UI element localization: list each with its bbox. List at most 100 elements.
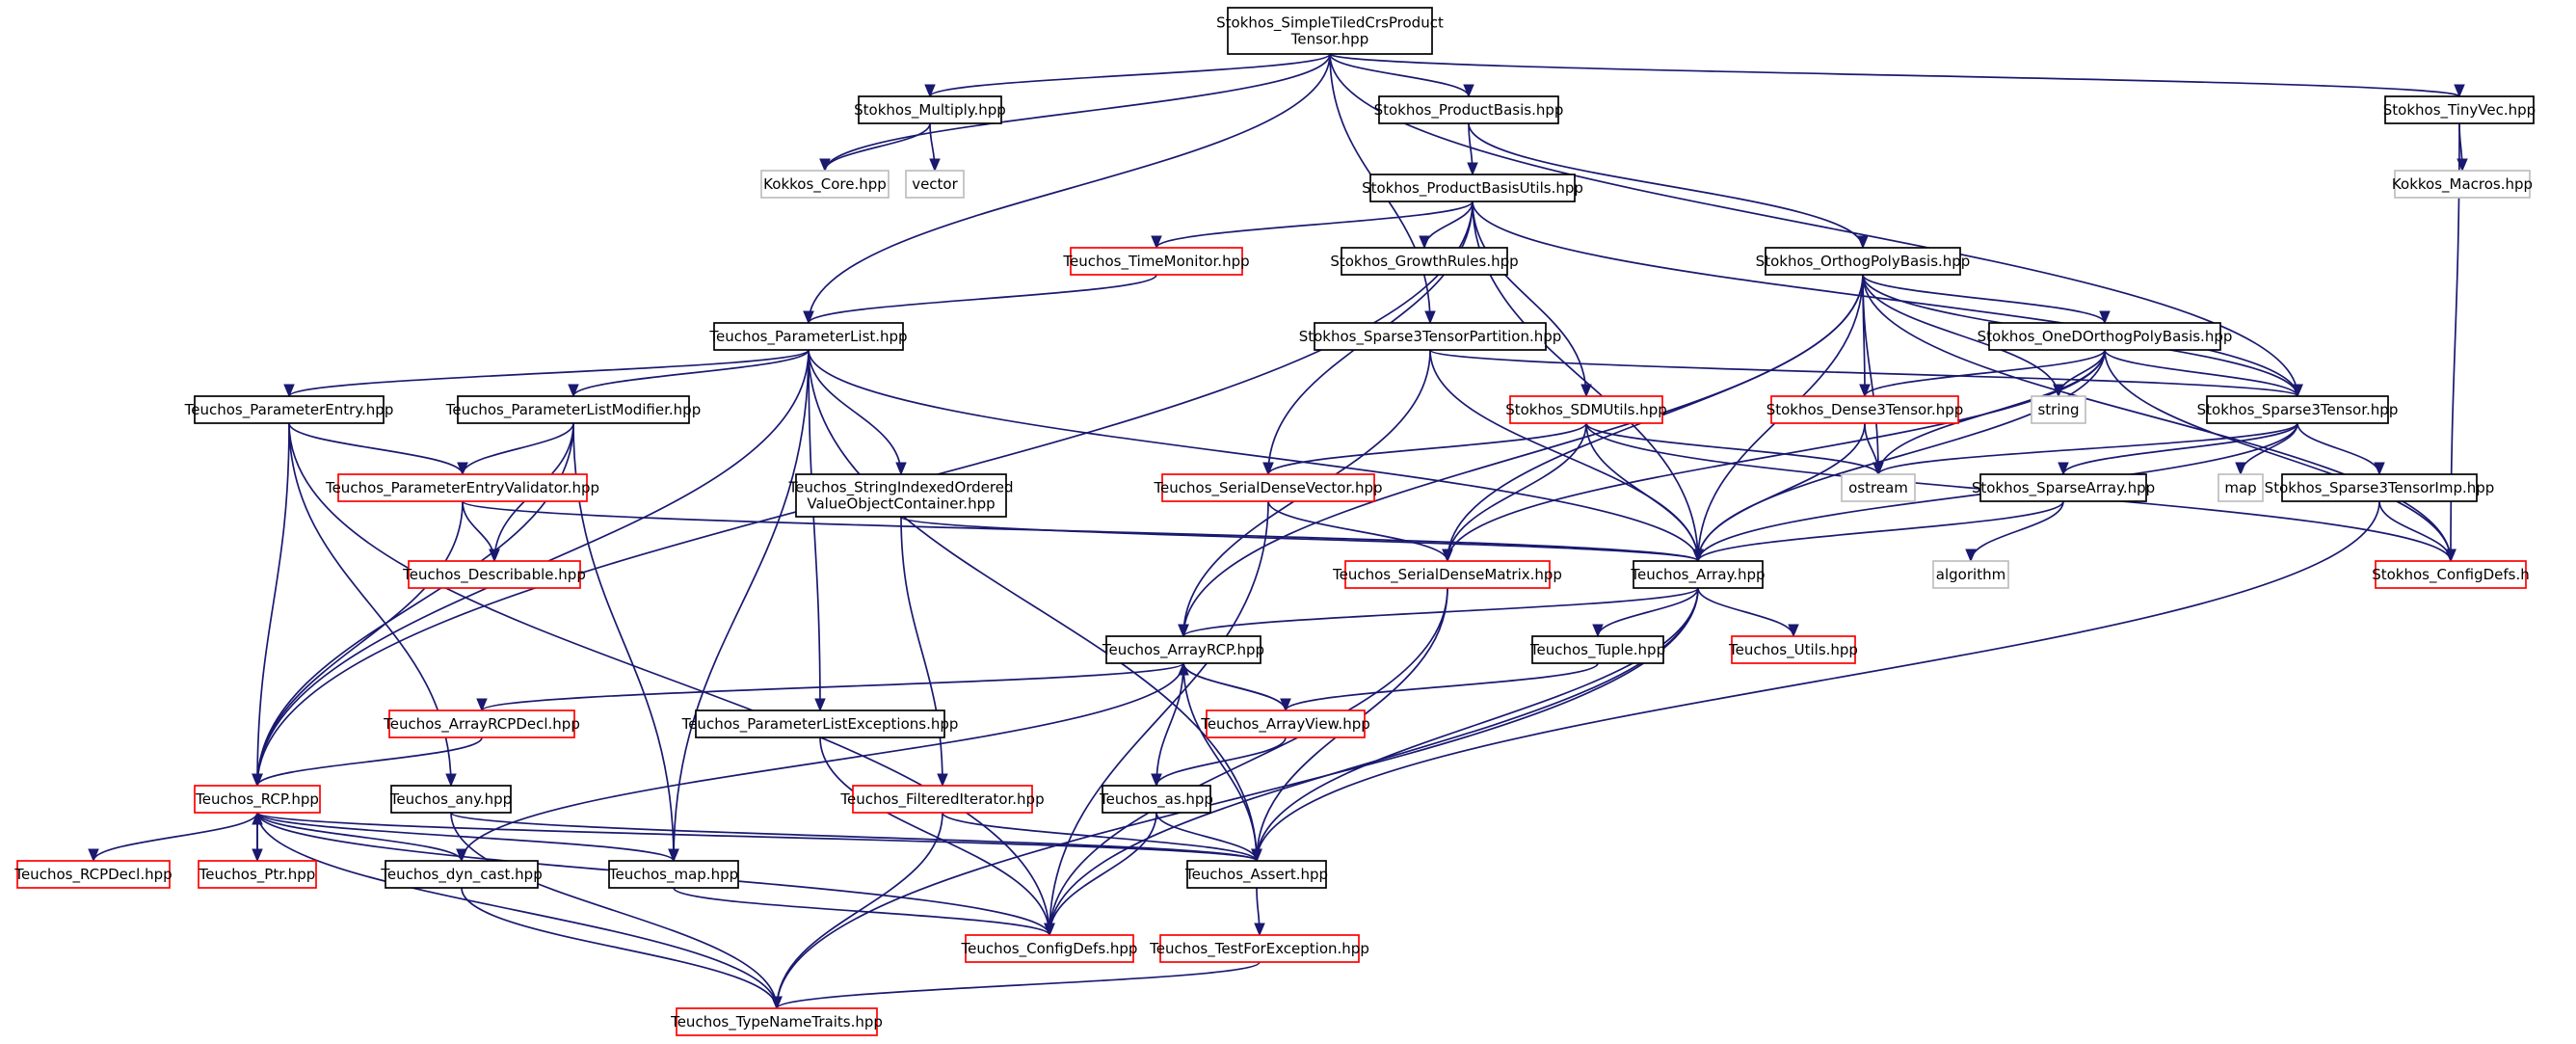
node-s3ti[interactable]: Stokhos_Sparse3TensorImp.hpp <box>2265 473 2495 502</box>
edge-sdmutils-to-sdv <box>1262 422 1587 476</box>
node-ostream[interactable]: ostream <box>1841 473 1916 502</box>
node-plexc[interactable]: Teuchos_ParameterListExceptions.hpp <box>681 709 959 738</box>
node-tconfig[interactable]: Teuchos_ConfigDefs.hpp <box>961 934 1138 963</box>
edge-pbu-to-growth <box>1419 201 1474 250</box>
node-arrayview[interactable]: Teuchos_ArrayView.hpp <box>1200 709 1370 738</box>
node-box <box>1841 473 1916 502</box>
node-label: Kokkos_Core.hpp <box>763 175 887 194</box>
node-arrayrcp[interactable]: Teuchos_ArrayRCP.hpp <box>1102 635 1264 664</box>
node-any[interactable]: Teuchos_any.hpp <box>389 785 512 814</box>
node-orthog[interactable]: Stokhos_OrthogPolyBasis.hpp <box>1756 247 1971 276</box>
node-kokkoscore[interactable]: Kokkos_Core.hpp <box>760 170 890 199</box>
node-box <box>965 934 1134 963</box>
node-pbu[interactable]: Stokhos_ProductBasisUtils.hpp <box>1362 174 1583 202</box>
node-box <box>858 95 1002 124</box>
edge-onedorthog-to-sdm <box>1442 349 2106 563</box>
node-box <box>1731 635 1856 664</box>
node-map[interactable]: map <box>2217 473 2264 502</box>
edge-root-to-multiply <box>924 53 1331 98</box>
node-rcp[interactable]: Teuchos_RCP.hpp <box>194 785 321 814</box>
node-label: Stokhos_Sparse3TensorPartition.hpp <box>1299 328 1562 346</box>
node-box <box>1159 934 1360 963</box>
node-box <box>457 395 690 424</box>
node-tinyvec[interactable]: Stokhos_TinyVec.hpp <box>2383 95 2536 124</box>
node-arcpdecl[interactable]: Teuchos_ArrayRCPDecl.hpp <box>383 709 580 738</box>
node-label: Stokhos_ProductBasis.hpp <box>1374 101 1564 120</box>
node-stokhosconfig[interactable]: Stokhos_ConfigDefs.h <box>2372 560 2530 589</box>
node-pentry[interactable]: Teuchos_ParameterEntry.hpp <box>184 395 394 424</box>
node-plistmod[interactable]: Teuchos_ParameterListModifier.hpp <box>445 395 701 424</box>
node-box <box>1509 395 1663 424</box>
edge-arrayview-to-as <box>1151 736 1287 788</box>
node-prodbasis[interactable]: Stokhos_ProductBasis.hpp <box>1374 95 1564 124</box>
edge-orthog-to-onedorthog <box>1862 274 2111 325</box>
node-typename[interactable]: Teuchos_TypeNameTraits.hpp <box>670 1007 883 1036</box>
node-timemon[interactable]: Teuchos_TimeMonitor.hpp <box>1062 247 1250 276</box>
node-box <box>1369 174 1576 202</box>
node-multiply[interactable]: Stokhos_Multiply.hpp <box>854 95 1006 124</box>
edge-pev-to-describable <box>462 500 500 563</box>
node-tmap[interactable]: Teuchos_map.hpp <box>608 860 739 889</box>
node-box <box>2031 395 2086 424</box>
node-ptr[interactable]: Teuchos_Ptr.hpp <box>198 860 317 889</box>
node-box <box>1102 785 1211 814</box>
node-label: Teuchos_SerialDenseVector.hpp <box>1153 479 1382 497</box>
node-string[interactable]: string <box>2031 395 2086 424</box>
node-box <box>1186 860 1327 889</box>
node-rcpdecl[interactable]: Teuchos_RCPDecl.hpp <box>13 860 173 889</box>
node-sdmutils[interactable]: Stokhos_SDMUtils.hpp <box>1505 395 1667 424</box>
node-describable[interactable]: Teuchos_Describable.hpp <box>402 560 586 589</box>
node-growth[interactable]: Stokhos_GrowthRules.hpp <box>1330 247 1519 276</box>
node-utils[interactable]: Teuchos_Utils.hpp <box>1728 635 1858 664</box>
node-as[interactable]: Teuchos_as.hpp <box>1099 785 1213 814</box>
node-box <box>390 785 512 814</box>
edge-array-to-utils <box>1697 587 1799 638</box>
node-sparsearray[interactable]: Stokhos_SparseArray.hpp <box>1972 473 2155 502</box>
node-pev[interactable]: Teuchos_ParameterEntryValidator.hpp <box>325 473 599 502</box>
node-box <box>2394 170 2531 199</box>
node-box <box>1105 635 1261 664</box>
node-label: Stokhos_ConfigDefs.h <box>2372 566 2530 584</box>
node-dyncast[interactable]: Teuchos_dyn_cast.hpp <box>380 860 543 889</box>
node-sparse3[interactable]: Stokhos_Sparse3Tensor.hpp <box>2197 395 2399 424</box>
node-sdm[interactable]: Teuchos_SerialDenseMatrix.hpp <box>1332 560 1562 589</box>
node-dense3[interactable]: Stokhos_Dense3Tensor.hpp <box>1766 395 1964 424</box>
node-box <box>1341 247 1508 276</box>
node-box <box>2206 395 2389 424</box>
edge-arcpdecl-to-rcp <box>252 736 483 788</box>
node-array[interactable]: Teuchos_Array.hpp <box>1630 560 1766 589</box>
node-label: Teuchos_Ptr.hpp <box>199 866 316 884</box>
node-label: Teuchos_any.hpp <box>389 790 512 809</box>
node-sivoc[interactable]: Teuchos_StringIndexedOrderedValueObjectC… <box>788 473 1014 518</box>
node-vector[interactable]: vector <box>905 170 965 199</box>
node-assert[interactable]: Teuchos_Assert.hpp <box>1184 860 1328 889</box>
node-box <box>408 560 581 589</box>
edge-rcp-to-rcpdecl <box>88 812 258 863</box>
edge-arrayview-to-arrayrcp <box>1178 661 1287 711</box>
node-testexc[interactable]: Teuchos_TestForException.hpp <box>1149 934 1369 963</box>
node-label: Stokhos_ProductBasisUtils.hpp <box>1362 179 1583 198</box>
node-s3tp[interactable]: Stokhos_Sparse3TensorPartition.hpp <box>1299 322 1562 351</box>
edge-prodbasis-to-pbu <box>1467 122 1478 176</box>
node-label: Teuchos_ParameterListModifier.hpp <box>445 401 701 419</box>
node-algorithm[interactable]: algorithm <box>1932 560 2009 589</box>
node-box <box>713 322 904 351</box>
edge-onedorthog-to-stokhosconfig <box>2104 349 2456 563</box>
node-sdv[interactable]: Teuchos_SerialDenseVector.hpp <box>1153 473 1383 502</box>
graph-edges <box>88 53 2468 1010</box>
node-plist[interactable]: Teuchos_ParameterList.hpp <box>708 322 908 351</box>
node-label: Stokhos_OrthogPolyBasis.hpp <box>1756 253 1971 271</box>
node-label: Stokhos_SparseArray.hpp <box>1972 479 2155 497</box>
node-filtered[interactable]: Teuchos_FilteredIterator.hpp <box>839 785 1045 814</box>
edge-array-to-arrayrcp <box>1178 587 1699 638</box>
edge-sparse3-to-sparsearray <box>2058 422 2298 476</box>
node-label: Stokhos_Sparse3TensorImp.hpp <box>2265 479 2495 497</box>
node-box <box>1344 560 1551 589</box>
node-box <box>1633 560 1764 589</box>
node-onedorthog[interactable]: Stokhos_OneDOrthogPolyBasis.hpp <box>1978 322 2233 351</box>
node-kokkosmacros[interactable]: Kokkos_Macros.hpp <box>2392 170 2533 199</box>
node-tuple[interactable]: Teuchos_Tuple.hpp <box>1529 635 1665 664</box>
node-box <box>194 395 385 424</box>
node-label: Teuchos_ConfigDefs.hpp <box>961 940 1138 958</box>
